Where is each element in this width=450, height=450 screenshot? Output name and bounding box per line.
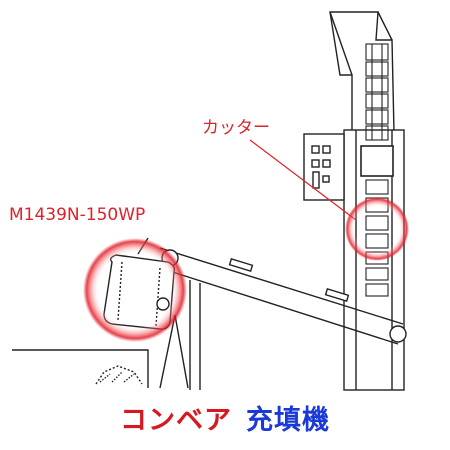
caption-filler: 充填機 bbox=[246, 405, 330, 436]
filler-hopper bbox=[329, 11, 395, 133]
cutter-leader-line bbox=[249, 139, 357, 221]
package-highlight bbox=[83, 238, 187, 342]
cutter-highlight bbox=[345, 197, 409, 261]
control-panel bbox=[303, 133, 345, 201]
model-label: M1439N-150WP bbox=[9, 205, 146, 225]
cutter-label: カッター bbox=[202, 118, 270, 138]
caption-conveyor: コンベア bbox=[120, 405, 232, 436]
collection-bin bbox=[12, 349, 149, 388]
diagram-caption: コンベア充填機 bbox=[0, 398, 450, 437]
